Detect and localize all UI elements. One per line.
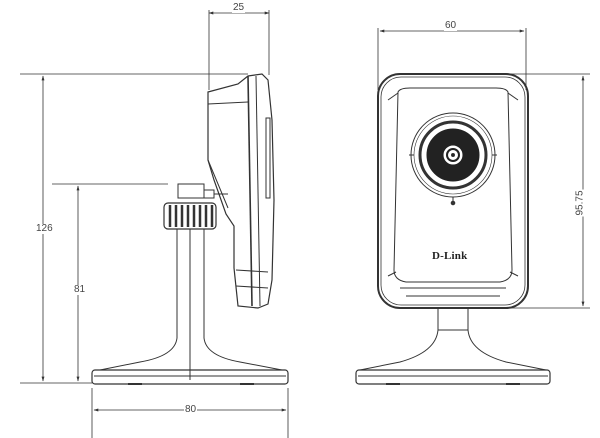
side-view [20, 10, 289, 438]
dimension-label-depth: 25 [232, 2, 246, 13]
dimension-label-front-width: 60 [444, 20, 458, 31]
brand-logo: D-Link [432, 250, 468, 262]
front-view [355, 28, 590, 385]
dimension-label-total-height: 126 [35, 223, 54, 234]
dimension-label-mount-height: 81 [73, 284, 87, 295]
dimension-label-base-width: 80 [184, 404, 198, 415]
dimension-label-front-height: 95.75 [574, 189, 586, 217]
